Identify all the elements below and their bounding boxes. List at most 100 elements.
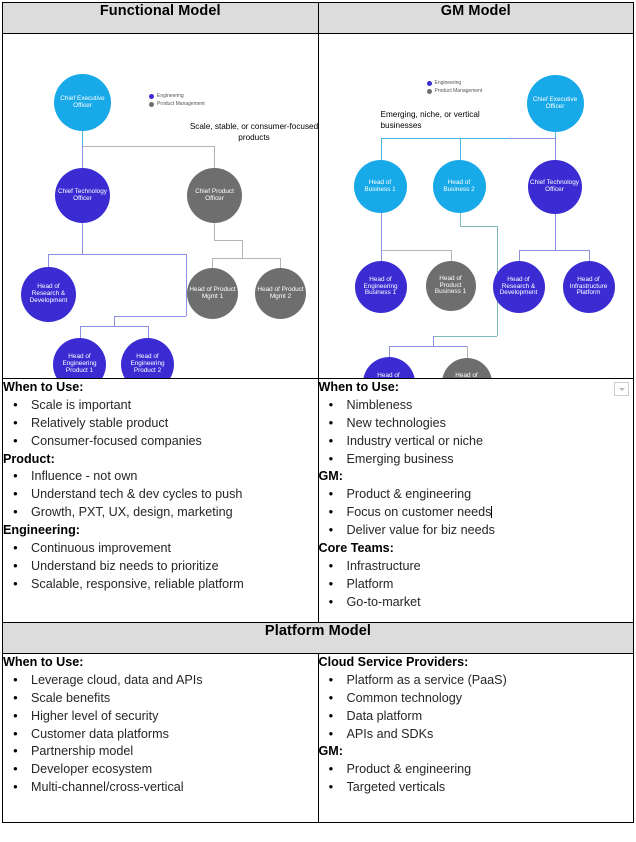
bullet-list-cloud-service-providers: Platform as a service (PaaS) Common tech… xyxy=(319,672,634,744)
node-head-of-product-business-2[interactable]: Head of Product Business 2 xyxy=(441,358,492,379)
list-item: Relatively stable product xyxy=(3,415,318,433)
legend-dot-engineering-icon xyxy=(149,93,154,99)
bullet-list-when-to-use: Nimbleness New technologies Industry ver… xyxy=(319,397,634,469)
connector-eng-branch-h xyxy=(114,316,186,317)
connector-rnd-drop xyxy=(48,254,49,270)
node-label: Head of Infrastructure Platform xyxy=(569,275,608,297)
connector-ceo-to-cpo-h xyxy=(82,146,214,147)
functional-org-chart: Engineering Product Management Scale, st… xyxy=(3,35,318,378)
node-head-of-product-business-1[interactable]: Head of Product Business 1 xyxy=(425,261,476,311)
list-item: APIs and SDKs xyxy=(319,726,634,744)
node-label: Head of Business 2 xyxy=(443,178,475,193)
connector-cpo-jog xyxy=(214,240,242,241)
connector-gm-ceo-h xyxy=(380,138,555,139)
legend-item-engineering: Engineering xyxy=(426,79,483,87)
platform-left-details-cell: When to Use: Leverage cloud, data and AP… xyxy=(2,653,319,823)
node-head-of-business-2[interactable]: Head of Business 2 xyxy=(432,160,486,213)
connector-hob2-v1 xyxy=(459,212,461,226)
connector-pb1-drop xyxy=(450,250,452,262)
connector-hob2-drop xyxy=(459,138,461,160)
platform-details-row: When to Use: Leverage cloud, data and AP… xyxy=(2,653,634,823)
functional-chart-note: Scale, stable, or consumer-focused produ… xyxy=(189,122,318,142)
list-item-with-caret[interactable]: Focus on customer needs xyxy=(319,504,634,522)
list-item: Continuous improvement xyxy=(3,540,318,558)
list-item: Data platform xyxy=(319,708,634,726)
legend-label-product-management: Product Management xyxy=(434,88,483,94)
bullet-list-when-to-use: Scale is important Relatively stable pro… xyxy=(3,397,318,451)
node-head-of-engineering-business-2[interactable]: Head of Engineering Business 2 xyxy=(362,357,415,378)
connector-hob1-drop xyxy=(380,138,382,160)
list-item: Scalable, responsive, reliable platform xyxy=(3,576,318,594)
section-heading-core-teams: Core Teams: xyxy=(318,540,394,555)
functional-model-chart-cell: Engineering Product Management Scale, st… xyxy=(2,33,319,379)
node-head-of-research-and-development[interactable]: Head of Research & Development xyxy=(492,261,545,313)
connector-cpo-jog-v xyxy=(242,240,243,258)
node-head-of-engineering-product-2[interactable]: Head of Engineering Product 2 xyxy=(121,338,174,378)
node-chief-executive-officer[interactable]: Chief Executive Officer xyxy=(54,74,111,131)
node-head-of-research-and-development[interactable]: Head of Research & Development xyxy=(21,267,76,322)
bullet-list-when-to-use: Leverage cloud, data and APIs Scale bene… xyxy=(3,672,318,797)
connector-gm-ceo-cto-h xyxy=(508,138,555,139)
node-chief-technology-officer[interactable]: Chief Technology Officer xyxy=(527,160,582,214)
list-item: Multi-channel/cross-vertical xyxy=(3,779,318,797)
node-head-of-infrastructure-platform[interactable]: Head of Infrastructure Platform xyxy=(562,261,615,313)
node-head-of-product-mgmt-1[interactable]: Head of Product Mgmt 1 xyxy=(187,268,238,319)
connector-row4-stub xyxy=(432,336,434,346)
node-label: Chief Executive Officer xyxy=(532,95,578,110)
node-label: Head of Product Business 2 xyxy=(455,371,478,379)
node-label: Head of Engineering Product 2 xyxy=(130,353,165,374)
node-head-of-engineering-product-1[interactable]: Head of Engineering Product 1 xyxy=(53,338,106,378)
node-label: Head of Product Mgmt 2 xyxy=(257,285,304,300)
list-item: New technologies xyxy=(319,415,634,433)
section-heading-gm: GM: xyxy=(318,469,343,484)
connector-hob1-children-v xyxy=(380,212,382,250)
connector-eng-branch-v xyxy=(186,254,187,316)
list-item: Product & engineering xyxy=(319,761,634,779)
node-label: Head of Research & Development xyxy=(499,275,538,297)
connector-pm-h xyxy=(212,258,280,259)
node-head-of-product-mgmt-2[interactable]: Head of Product Mgmt 2 xyxy=(255,268,306,319)
section-heading-product: Product: xyxy=(3,451,55,466)
bullet-list-gm: Product & engineering Focus on customer … xyxy=(319,486,634,540)
bullet-list-product: Influence - not own Understand tech & de… xyxy=(3,468,318,522)
legend-item-product-management: Product Management xyxy=(426,87,483,95)
connector-infra-drop xyxy=(588,250,590,262)
legend-item-product-management: Product Management xyxy=(149,100,205,108)
section-group: When to Use: Leverage cloud, data and AP… xyxy=(3,654,318,797)
header-platform-model: Platform Model xyxy=(2,622,634,654)
connector-eb1-drop xyxy=(380,250,382,262)
list-item: Understand biz needs to prioritize xyxy=(3,558,318,576)
node-chief-executive-officer[interactable]: Chief Executive Officer xyxy=(526,75,584,132)
gm-chart-note: Emerging, niche, or vertical businesses xyxy=(380,110,480,130)
list-item: Infrastructure xyxy=(319,558,634,576)
header-gm-model: GM Model xyxy=(317,2,634,34)
connector-rnd-drop xyxy=(518,250,520,262)
node-chief-product-officer[interactable]: Chief Product Officer xyxy=(187,168,242,223)
legend-label-engineering: Engineering xyxy=(157,93,184,99)
functional-chart-legend: Engineering Product Management xyxy=(149,92,205,108)
list-item: Go-to-market xyxy=(319,594,634,612)
gm-model-details-cell[interactable]: When to Use: Nimbleness New technologies… xyxy=(317,378,634,623)
connector-hob2-jog xyxy=(459,226,497,227)
connector-hob1-children-h xyxy=(380,250,451,251)
list-item: Platform as a service (PaaS) xyxy=(319,672,634,690)
node-head-of-engineering-business-1[interactable]: Head of Engineering Business 1 xyxy=(354,261,407,313)
node-label: Head of Product Mgmt 1 xyxy=(189,285,236,300)
node-chief-technology-officer[interactable]: Chief Technology Officer xyxy=(55,168,110,223)
node-label: Head of Engineering Product 1 xyxy=(62,353,97,374)
section-group: Cloud Service Providers: Platform as a s… xyxy=(319,654,634,797)
legend-item-engineering: Engineering xyxy=(149,92,205,100)
node-label: Chief Technology Officer xyxy=(58,187,107,202)
legend-dot-product-management-icon xyxy=(149,101,154,107)
node-label: Head of Research & Development xyxy=(29,283,68,304)
dropdown-chevron-button[interactable] xyxy=(614,382,629,396)
charts-row: Engineering Product Management Scale, st… xyxy=(2,33,634,379)
connector-cto-down xyxy=(82,146,83,170)
connector-eng-branch-stub xyxy=(114,316,115,326)
list-item: Scale is important xyxy=(3,397,318,415)
gm-chart-legend: Engineering Product Management xyxy=(426,79,483,95)
connector-eb2-drop xyxy=(388,346,390,358)
list-item: Platform xyxy=(319,576,634,594)
node-label: Chief Technology Officer xyxy=(530,179,579,193)
node-head-of-business-1[interactable]: Head of Business 1 xyxy=(353,160,407,213)
